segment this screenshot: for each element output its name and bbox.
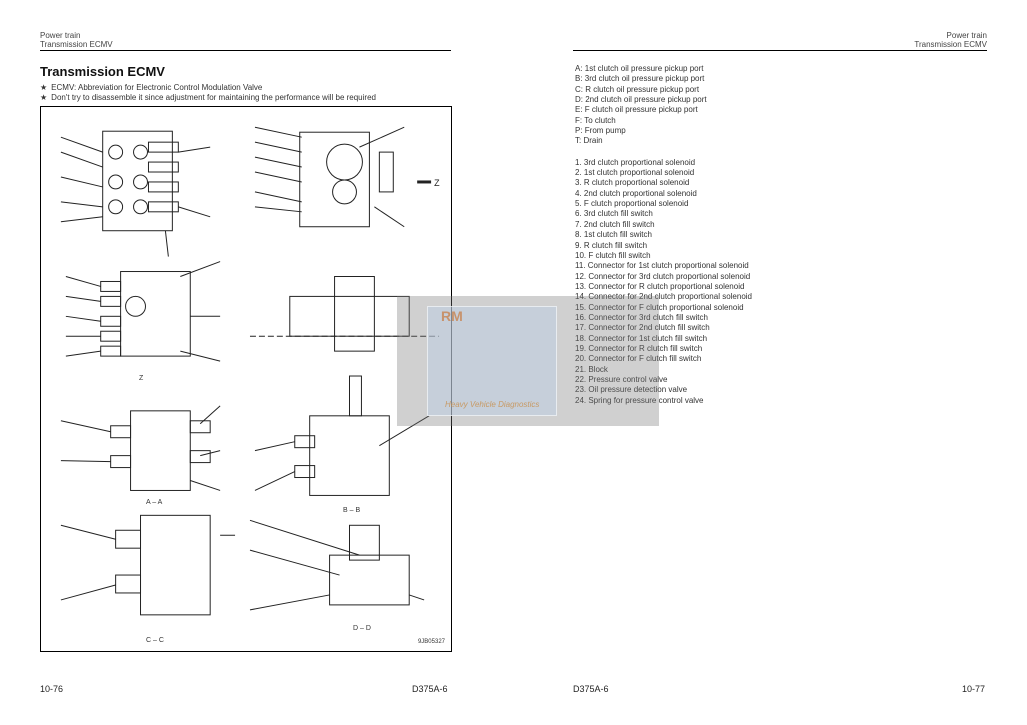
drawing-side-view bbox=[249, 276, 440, 352]
star-icon: ★ bbox=[40, 83, 48, 92]
legend-item: 2. 1st clutch proportional solenoid bbox=[575, 168, 695, 178]
view-label-d-d: D – D bbox=[353, 625, 371, 632]
legend: A: 1st clutch oil pressure pickup port B… bbox=[575, 64, 752, 406]
legend-item: A: 1st clutch oil pressure pickup port bbox=[575, 64, 704, 73]
legend-item: B: 3rd clutch oil pressure pickup port bbox=[575, 74, 705, 84]
header-section: Power train bbox=[40, 31, 81, 40]
legend-item: P: From pump bbox=[575, 126, 626, 136]
legend-item: 1. 3rd clutch proportional solenoid bbox=[575, 157, 696, 167]
legend-item: 6. 3rd clutch fill switch bbox=[575, 209, 653, 219]
view-label-c-c: C – C bbox=[146, 637, 164, 644]
legend-item: 5. F clutch proportional solenoid bbox=[575, 199, 689, 209]
legend-item: 9. R clutch fill switch bbox=[575, 240, 648, 250]
legend-item: 8. 1st clutch fill switch bbox=[575, 230, 652, 240]
right-model: D375A-6 bbox=[573, 684, 609, 694]
left-page-number: 10-76 bbox=[40, 684, 64, 694]
drawing-top-view bbox=[254, 126, 405, 228]
z-arrow-label: Z bbox=[434, 178, 440, 188]
header-subsection: Transmission ECMV bbox=[914, 40, 987, 49]
legend-item: 24. Spring for pressure control valve bbox=[575, 395, 704, 405]
watermark-text: Heavy Vehicle Diagnostics bbox=[445, 400, 540, 409]
right-page-header: Power train Transmission ECMV bbox=[573, 31, 987, 51]
legend-item: 23. Oil pressure detection valve bbox=[575, 385, 688, 395]
note-text: Don't try to disassemble it since adjust… bbox=[51, 93, 376, 102]
watermark-logo-box bbox=[427, 306, 557, 416]
legend-item: T: Drain bbox=[575, 136, 603, 146]
header-subsection: Transmission ECMV bbox=[40, 40, 113, 49]
drawing-c-c-view bbox=[60, 514, 236, 616]
left-model: D375A-6 bbox=[412, 684, 448, 694]
legend-item: 16. Connector for 3rd clutch fill switch bbox=[575, 312, 708, 322]
legend-item: 4. 2nd clutch proportional solenoid bbox=[575, 188, 697, 198]
drawing-z-view bbox=[65, 261, 221, 362]
legend-item: E: F clutch oil pressure pickup port bbox=[575, 105, 698, 115]
legend-item: 15. Connector for F clutch proportional … bbox=[575, 302, 744, 312]
legend-item: 18. Connector for 1st clutch fill switch bbox=[575, 333, 708, 343]
ecmv-figure: Z bbox=[40, 106, 452, 652]
legend-item: 19. Connector for R clutch fill switch bbox=[575, 343, 703, 353]
drawing-front-view bbox=[60, 130, 211, 257]
watermark-logo: RM bbox=[441, 308, 463, 324]
ecmv-drawings: Z bbox=[60, 126, 440, 616]
note: ★Don't try to disassemble it since adjus… bbox=[40, 93, 376, 103]
note: ★ECMV: Abbreviation for Electronic Contr… bbox=[40, 83, 376, 93]
watermark: RM Heavy Vehicle Diagnostics bbox=[397, 296, 659, 426]
right-page-number: 10-77 bbox=[962, 684, 986, 694]
legend-item: 13. Connector for R clutch proportional … bbox=[575, 281, 745, 291]
drawing-a-a-view bbox=[60, 405, 221, 491]
page-title: Transmission ECMV bbox=[40, 64, 165, 79]
legend-item: 22. Pressure control valve bbox=[575, 374, 668, 384]
notes: ★ECMV: Abbreviation for Electronic Contr… bbox=[40, 83, 376, 103]
header-section: Power train bbox=[946, 31, 987, 40]
legend-item: 14. Connector for 2nd clutch proportiona… bbox=[575, 292, 752, 302]
legend-item: 3. R clutch proportional solenoid bbox=[575, 178, 690, 188]
view-label-a-a: A – A bbox=[146, 499, 163, 506]
legend-item: 20. Connector for F clutch fill switch bbox=[575, 354, 702, 364]
view-label-z: Z bbox=[139, 375, 144, 382]
legend-item: 12. Connector for 3rd clutch proportiona… bbox=[575, 271, 751, 281]
legend-item: C: R clutch oil pressure pickup port bbox=[575, 84, 700, 94]
view-label-b-b: B – B bbox=[343, 507, 361, 514]
legend-item: 21. Block bbox=[575, 364, 608, 374]
left-page-header: Power train Transmission ECMV bbox=[40, 31, 451, 51]
legend-letters: A: 1st clutch oil pressure pickup port B… bbox=[575, 64, 752, 147]
figure-code: 9JB05327 bbox=[417, 639, 445, 645]
legend-item: F: To clutch bbox=[575, 115, 616, 125]
legend-item: 11. Connector for 1st clutch proportiona… bbox=[575, 261, 749, 271]
drawing-b-b-view bbox=[254, 375, 430, 496]
drawing-d-d-view bbox=[249, 519, 425, 611]
legend-item: D: 2nd clutch oil pressure pickup port bbox=[575, 95, 707, 105]
legend-item: 10. F clutch fill switch bbox=[575, 250, 651, 260]
star-icon: ★ bbox=[40, 93, 48, 102]
legend-item: 7. 2nd clutch fill switch bbox=[575, 219, 655, 229]
legend-item: 17. Connector for 2nd clutch fill switch bbox=[575, 323, 710, 333]
note-text: ECMV: Abbreviation for Electronic Contro… bbox=[51, 83, 263, 92]
